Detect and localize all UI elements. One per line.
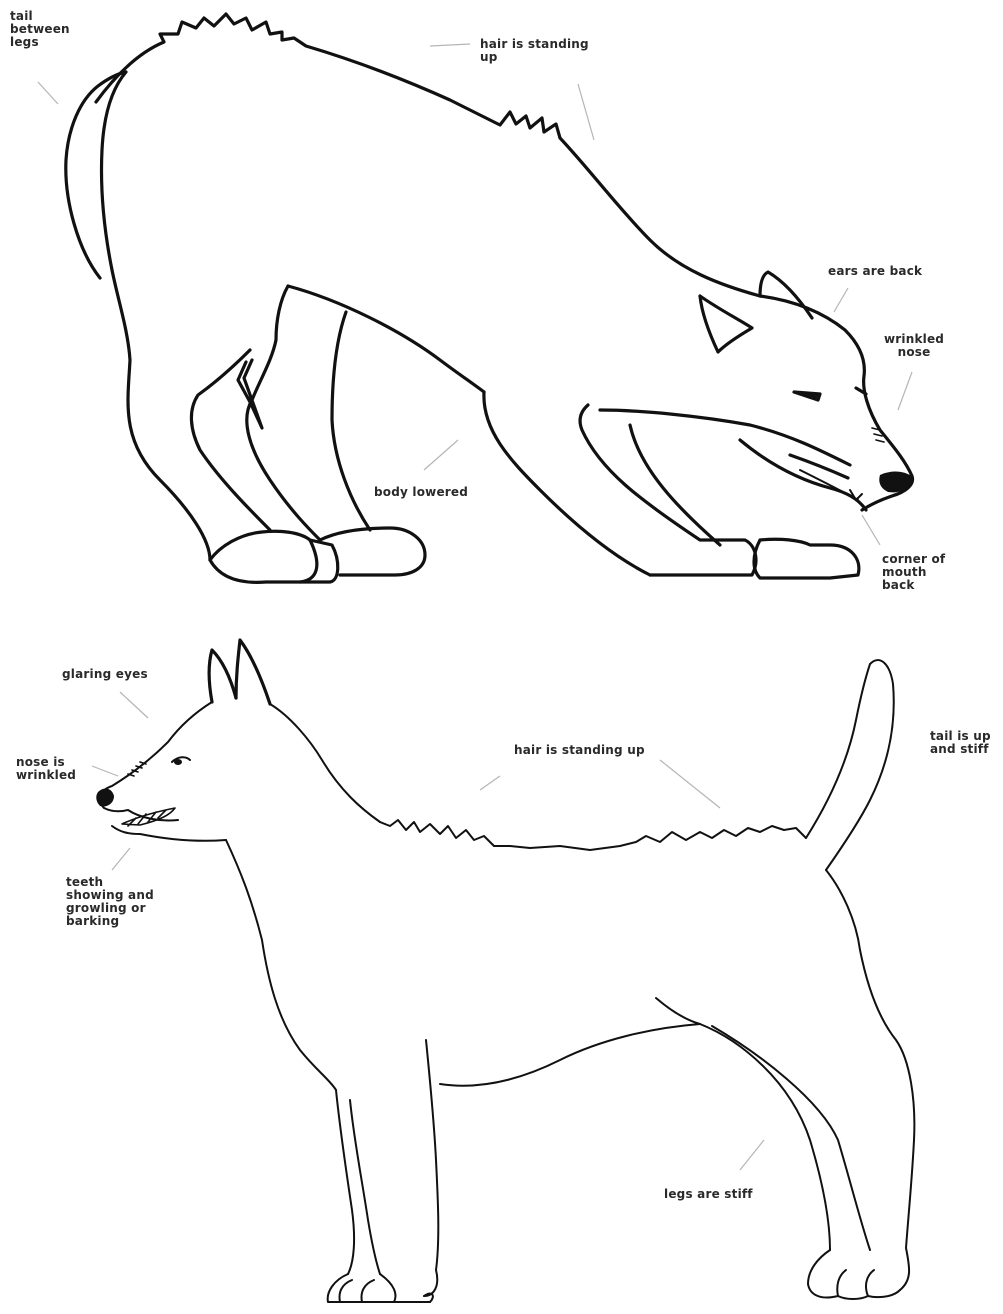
fearful-dog-drawing xyxy=(66,14,914,582)
label-ears-back: ears are back xyxy=(828,265,922,278)
label-hair-standing-up-bottom: hair is standing up xyxy=(514,744,645,757)
aggressive-dog-pupil xyxy=(174,759,182,765)
aggressive-dog-tail xyxy=(806,660,894,870)
fearful-dog-hind-leg2 xyxy=(332,312,370,530)
aggressive-dog-hind-paw xyxy=(808,1250,900,1299)
fearful-dog-hind-paw-left xyxy=(210,531,317,582)
label-body-lowered: body lowered xyxy=(374,486,468,499)
label-teeth-showing: teeth showing and growling or barking xyxy=(66,876,154,928)
fearful-dog-ear-back xyxy=(760,272,812,318)
aggressive-dog-belly xyxy=(440,1024,700,1086)
fearful-dog-front-leg xyxy=(580,405,850,575)
aggressive-dog-chest xyxy=(226,840,336,1090)
aggressive-dog-ear-left xyxy=(209,650,236,702)
fearful-dog-jaw xyxy=(740,440,866,510)
label-wrinkled-nose: wrinkled nose xyxy=(884,333,944,359)
aggressive-dog-leaders xyxy=(92,692,764,1170)
fearful-dog-mouth xyxy=(800,470,862,500)
aggressive-dog-thigh xyxy=(656,998,700,1024)
aggressive-dog-back xyxy=(380,820,806,850)
fearful-dog-back xyxy=(96,14,760,296)
label-hair-standing-up-top: hair is standing up xyxy=(480,38,589,64)
aggressive-dog-front-paw xyxy=(328,1274,433,1302)
fearful-dog-front-paw xyxy=(754,539,859,578)
fearful-dog-eye xyxy=(794,388,866,400)
aggressive-dog-nose xyxy=(96,789,114,807)
label-tail-between-legs: tail between legs xyxy=(10,10,70,49)
fearful-dog-ear-front xyxy=(700,296,752,352)
fearful-dog-hind-thigh xyxy=(191,350,270,530)
aggressive-dog-front-leg-inner xyxy=(424,1040,438,1296)
fearful-dog-hind-leg xyxy=(112,270,320,560)
aggressive-dog-drawing xyxy=(96,640,914,1302)
label-tail-up-and-stiff: tail is up and stiff xyxy=(930,730,991,756)
label-glaring-eyes: glaring eyes xyxy=(62,668,148,681)
fearful-dog-pupil xyxy=(806,393,818,399)
aggressive-dog-hind-leg-inner xyxy=(700,1024,870,1250)
aggressive-dog-rump xyxy=(826,870,914,1290)
fearful-dog-belly xyxy=(288,286,484,392)
label-legs-stiff: legs are stiff xyxy=(664,1188,753,1201)
aggressive-dog-jaw xyxy=(112,826,226,841)
aggressive-dog-ear-right xyxy=(236,640,270,704)
fearful-dog-hind-paw-mid xyxy=(300,540,338,582)
label-corner-of-mouth-back: corner of mouth back xyxy=(882,553,945,592)
label-nose-is-wrinkled: nose is wrinkled xyxy=(16,756,76,782)
